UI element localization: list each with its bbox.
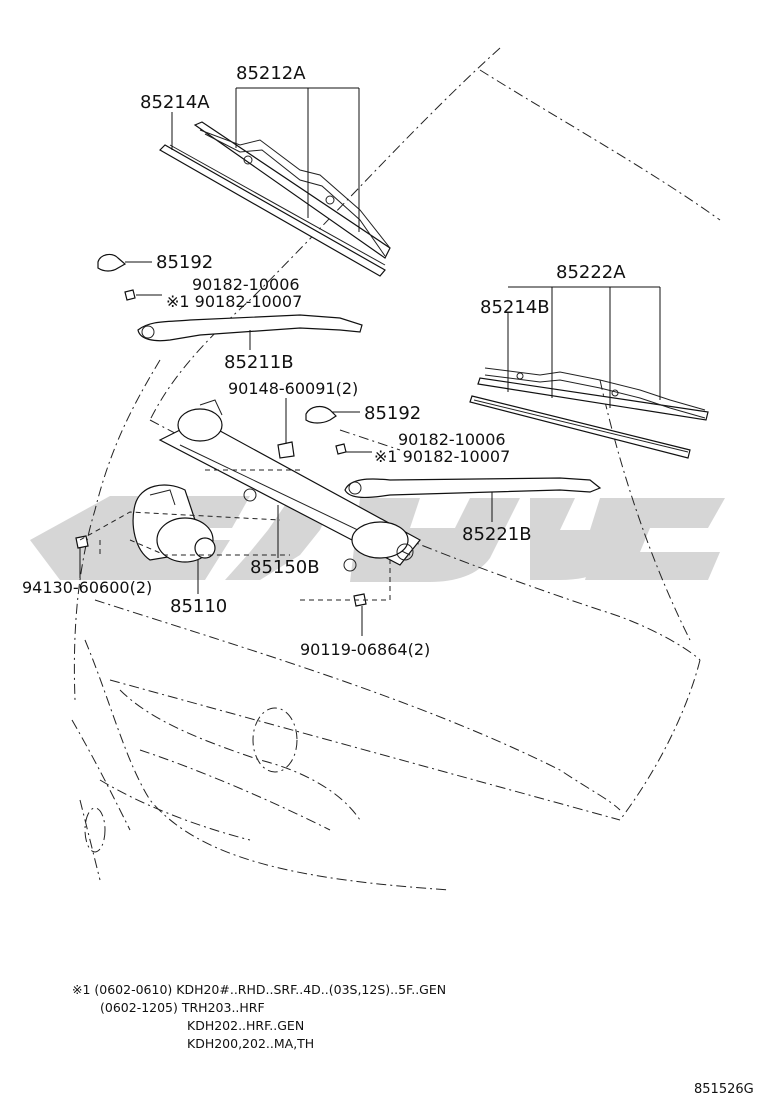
left-wiper-blade	[159, 121, 391, 277]
right-wiper-blade	[469, 367, 709, 459]
label-85222A: 85222A	[556, 262, 626, 283]
note-line-4: KDH200,202..MA,TH	[187, 1036, 314, 1051]
label-85212A: 85212A	[236, 63, 306, 84]
label-85192-right: 85192	[364, 403, 421, 424]
label-90182-10007-left: ※1 90182-10007	[166, 292, 302, 311]
left-cap	[97, 253, 127, 272]
leader-lines	[79, 87, 661, 636]
left-wiper-arm	[137, 314, 363, 342]
vehicle-outline	[71, 47, 721, 891]
right-wiper-arm	[344, 477, 602, 498]
right-nut	[335, 443, 347, 455]
label-85110: 85110	[170, 596, 227, 617]
bolt-90119	[353, 593, 367, 607]
label-90182-10006-right: 90182-10006	[398, 430, 506, 449]
label-85150B: 85150B	[250, 557, 320, 578]
wiper-motor	[132, 484, 216, 563]
note-line-3: KDH202..HRF..GEN	[187, 1018, 304, 1033]
bolt-94130	[75, 535, 89, 549]
label-85221B: 85221B	[462, 524, 532, 545]
label-94130: 94130-60600(2)	[22, 578, 152, 597]
mount-outline	[79, 469, 391, 601]
note-line-1: ※1 (0602-0610) KDH20#..RHD..SRF..4D..(03…	[72, 982, 446, 997]
label-90148: 90148-60091(2)	[228, 379, 358, 398]
label-85214B: 85214B	[480, 297, 550, 318]
label-85211B: 85211B	[224, 352, 294, 373]
label-90119: 90119-06864(2)	[300, 640, 430, 659]
bolt-90148	[277, 441, 295, 459]
diagram-reference: 851526G	[694, 1082, 754, 1097]
note-line-2: (0602-1205) TRH203..HRF	[100, 1000, 265, 1015]
label-90182-10006-left: 90182-10006	[192, 275, 300, 294]
left-nut	[124, 289, 136, 301]
label-85192-left: 85192	[156, 252, 213, 273]
label-85214A: 85214A	[140, 92, 210, 113]
label-90182-10007-right: ※1 90182-10007	[374, 447, 510, 466]
wiper-link	[158, 399, 421, 572]
right-cap	[305, 405, 337, 424]
